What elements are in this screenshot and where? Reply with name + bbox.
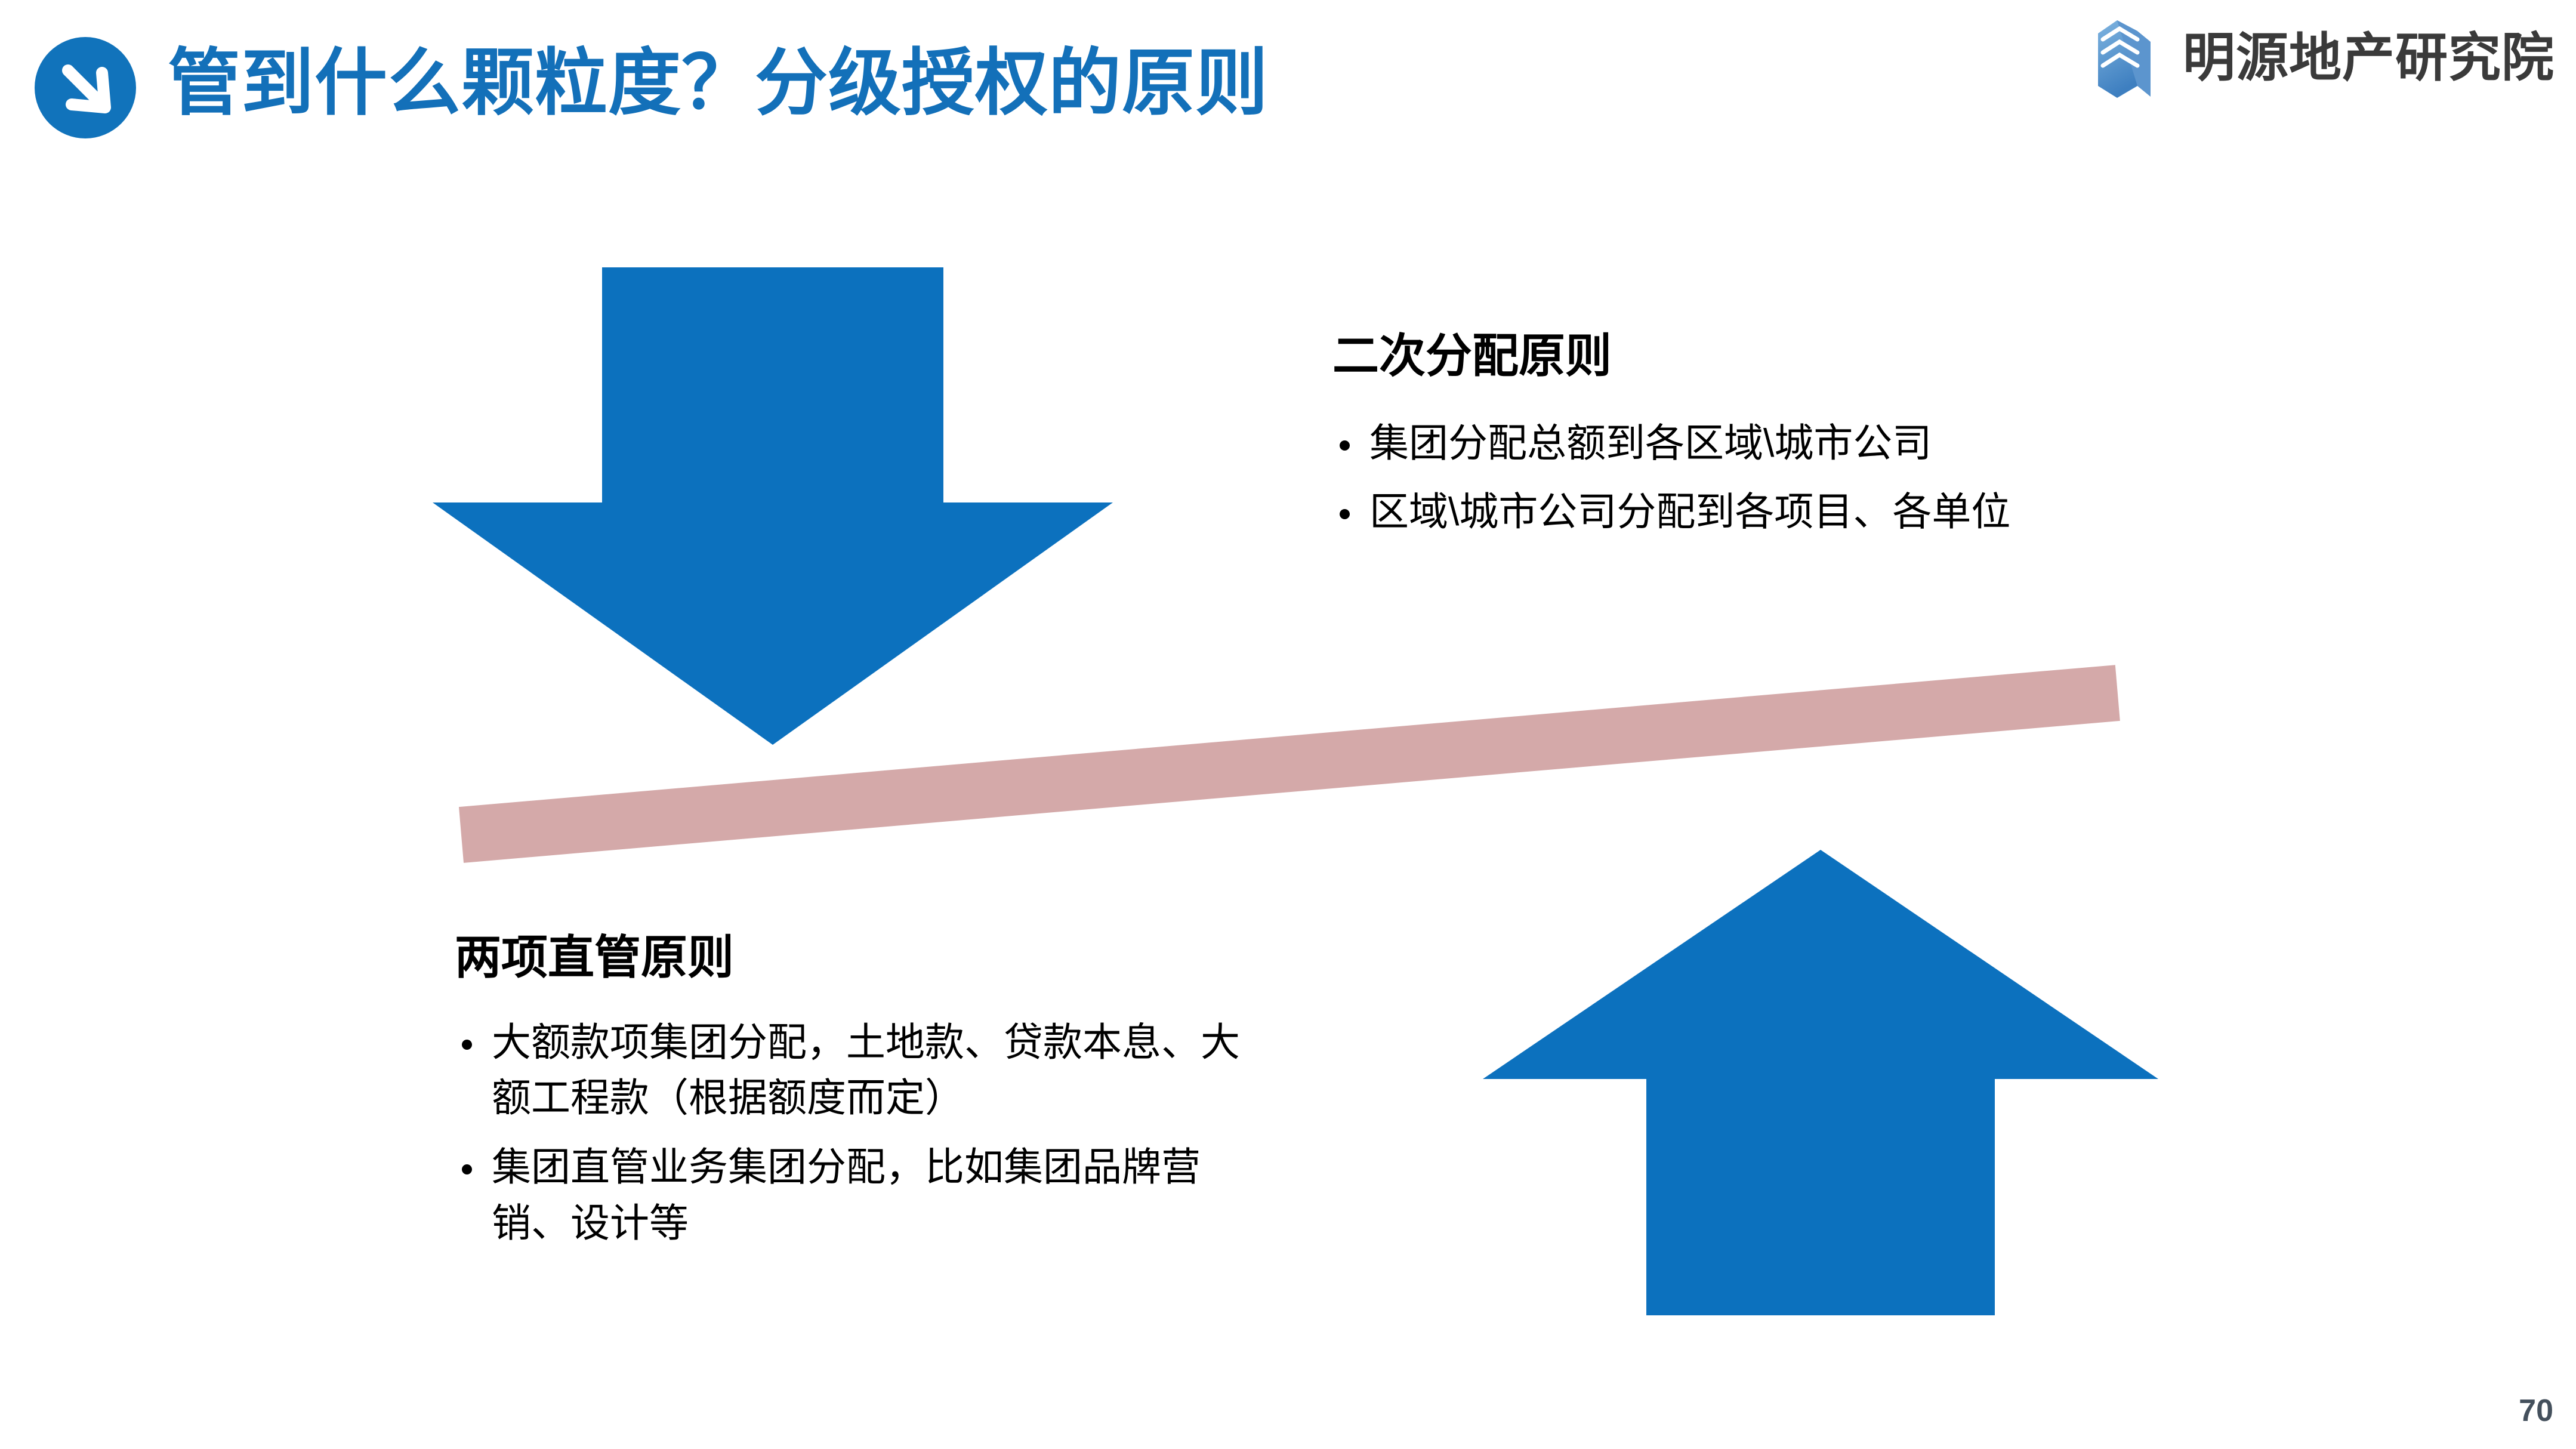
list-item: 大额款项集团分配，土地款、贷款本息、大额工程款（根据额度而定） [455, 1015, 1278, 1126]
direct-management-block: 两项直管原则 大额款项集团分配，土地款、贷款本息、大额工程款（根据额度而定） 集… [455, 930, 1278, 1264]
list-item: 集团直管业务集团分配，比如集团品牌营销、设计等 [455, 1139, 1278, 1251]
arrow-down-shape [433, 267, 1113, 745]
arrow-up-shape [1483, 850, 2158, 1315]
secondary-allocation-block: 二次分配原则 集团分配总额到各区域\城市公司 区域\城市公司分配到各项目、各单位 [1332, 328, 2347, 553]
direct-management-bullets: 大额款项集团分配，土地款、贷款本息、大额工程款（根据额度而定） 集团直管业务集团… [455, 1015, 1278, 1251]
arrow-down-right-icon [35, 37, 136, 138]
list-item: 集团分配总额到各区域\城市公司 [1332, 415, 2347, 471]
direct-management-heading: 两项直管原则 [455, 931, 735, 984]
list-item: 区域\城市公司分配到各项目、各单位 [1332, 484, 2347, 540]
brand-name: 明源地产研究院 [2182, 28, 2555, 87]
secondary-allocation-heading: 二次分配原则 [1332, 329, 1612, 382]
page-title: 管到什么颗粒度？分级授权的原则 [168, 42, 1269, 124]
brand-logo: 明源地产研究院 [2080, 13, 2555, 103]
book-stack-icon [2097, 20, 2151, 98]
secondary-allocation-bullets: 集团分配总额到各区域\城市公司 区域\城市公司分配到各项目、各单位 [1332, 415, 2347, 540]
page-number: 70 [2519, 1393, 2553, 1428]
arrow-down-right-glyph [62, 64, 111, 113]
